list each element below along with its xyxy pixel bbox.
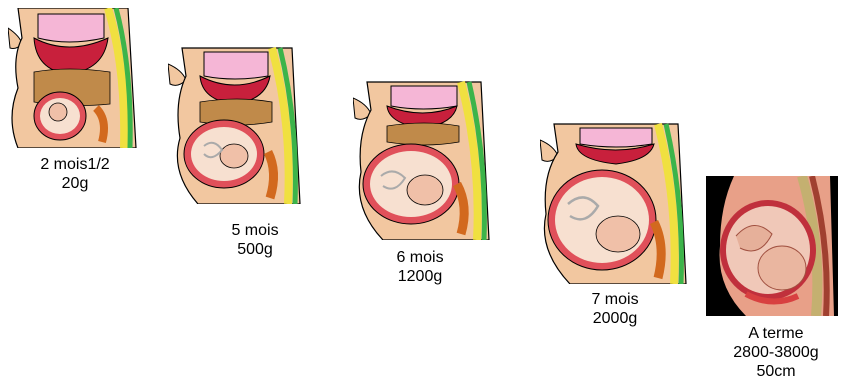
stage-4-weight: 2000g — [560, 309, 670, 328]
stage-1-weight: 20g — [20, 174, 130, 193]
stage-1-label: 2 mois1/2 — [20, 155, 130, 174]
stage-4-label: 7 mois — [560, 290, 670, 309]
stage-5-caption: A terme 2800-3800g 50cm — [716, 324, 836, 381]
stage-2-weight: 500g — [205, 240, 305, 259]
stage-3-label: 6 mois — [370, 248, 470, 267]
stage-2-label: 5 mois — [205, 221, 305, 240]
fetal-stage-illustration-5 — [706, 176, 838, 316]
sagittal-section-drawing — [168, 42, 303, 204]
stage-1-caption: 2 mois1/2 20g — [20, 155, 130, 193]
fetal-stage-illustration-3 — [353, 80, 493, 240]
full-term-section-drawing — [706, 176, 838, 316]
sagittal-section-drawing — [8, 8, 138, 148]
stage-4-caption: 7 mois 2000g — [560, 290, 670, 328]
stage-3-weight: 1200g — [370, 267, 470, 286]
sagittal-section-drawing — [353, 80, 493, 240]
stage-5-label: A terme — [716, 324, 836, 343]
stage-5-length: 50cm — [716, 362, 836, 381]
stage-5-weight: 2800-3800g — [716, 343, 836, 362]
stage-2-caption: 5 mois 500g — [205, 221, 305, 259]
sagittal-section-drawing — [540, 122, 690, 284]
fetal-stage-illustration-4 — [540, 122, 690, 284]
stage-3-caption: 6 mois 1200g — [370, 248, 470, 286]
fetal-stage-illustration-1 — [8, 8, 138, 148]
fetal-stage-illustration-2 — [168, 42, 303, 204]
